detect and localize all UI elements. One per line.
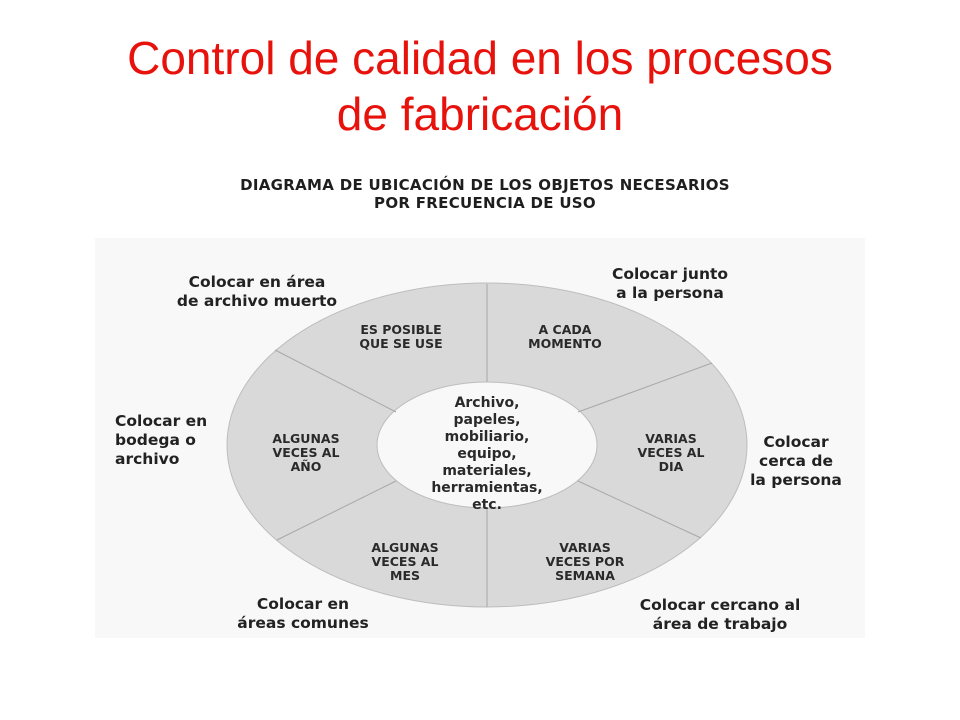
- segment-label-line: MOMENTO: [528, 336, 602, 351]
- segment-label-line: VARIAS: [645, 431, 697, 446]
- placement-label-common-areas: Colocar en áreas comunes: [223, 595, 383, 633]
- segment-label-several-per-day: VARIAS VECES AL DIA: [611, 432, 731, 474]
- diagram-heading: DIAGRAMA DE UBICACIÓN DE LOS OBJETOS NEC…: [150, 176, 820, 212]
- placement-label-dead-archive: Colocar en área de archivo muerto: [147, 273, 367, 311]
- segment-label-line: VECES AL: [371, 554, 439, 569]
- segment-label-line: ALGUNAS: [272, 431, 340, 446]
- placement-label-line: cerca de: [759, 452, 833, 470]
- placement-label-next-to-person: Colocar junto a la persona: [585, 265, 755, 303]
- diagram-heading-line-2: POR FRECUENCIA DE USO: [374, 194, 596, 212]
- segment-label-line: VECES POR: [545, 554, 625, 569]
- placement-label-line: archivo: [115, 450, 180, 468]
- ring-divider-lower-right: [577, 480, 702, 539]
- segment-label-few-per-month: ALGUNAS VECES AL MES: [345, 541, 465, 583]
- segment-label-line: VECES AL: [272, 445, 340, 460]
- segment-label-line: QUE SE USE: [359, 336, 443, 351]
- placement-label-warehouse-archive: Colocar en bodega o archivo: [115, 412, 245, 469]
- segment-label-several-per-week: VARIAS VECES POR SEMANA: [515, 541, 655, 583]
- center-line: Archivo,: [454, 395, 520, 411]
- placement-label-line: a la persona: [616, 284, 724, 302]
- placement-label-near-work-area: Colocar cercano al área de trabajo: [605, 596, 835, 634]
- ring-divider-lower-left: [276, 480, 397, 541]
- segment-label-possible-use: ES POSIBLE QUE SE USE: [341, 323, 461, 351]
- center-line: etc.: [472, 497, 502, 513]
- segment-label-line: DIA: [658, 459, 684, 474]
- ring-divider-upper-right: [577, 362, 713, 413]
- center-objects-label: Archivo, papeles, mobiliario, equipo, ma…: [417, 395, 557, 514]
- segment-label-line: MES: [390, 568, 420, 583]
- placement-label-line: áreas comunes: [237, 614, 369, 632]
- placement-label-near-person: Colocar cerca de la persona: [731, 433, 861, 490]
- segment-label-line: ES POSIBLE: [360, 322, 442, 337]
- center-line: herramientas,: [431, 480, 543, 496]
- frequency-ring-diagram: Archivo, papeles, mobiliario, equipo, ma…: [95, 238, 865, 638]
- slide-title: Control de calidad en los procesos de fa…: [20, 30, 940, 142]
- segment-label-few-per-year: ALGUNAS VECES AL AÑO: [246, 432, 366, 474]
- center-line: papeles,: [453, 412, 521, 428]
- diagram-heading-line-1: DIAGRAMA DE UBICACIÓN DE LOS OBJETOS NEC…: [240, 176, 730, 194]
- placement-label-line: de archivo muerto: [176, 292, 338, 310]
- segment-label-line: ALGUNAS: [371, 540, 439, 555]
- center-line: materiales,: [442, 463, 532, 479]
- segment-label-every-moment: A CADA MOMENTO: [505, 323, 625, 351]
- ring-graphic: [226, 282, 748, 608]
- placement-label-line: Colocar: [763, 433, 829, 451]
- placement-label-line: área de trabajo: [652, 615, 788, 633]
- segment-label-line: SEMANA: [555, 568, 615, 583]
- placement-label-line: Colocar en: [256, 595, 350, 613]
- placement-label-line: Colocar en área: [188, 273, 326, 291]
- slide-title-line-1: Control de calidad en los procesos: [127, 32, 833, 84]
- segment-label-line: VECES AL: [637, 445, 705, 460]
- center-line: mobiliario,: [444, 429, 530, 445]
- ring-band: [226, 282, 748, 608]
- placement-label-line: Colocar en: [115, 412, 208, 430]
- segment-label-line: VARIAS: [559, 540, 611, 555]
- placement-label-line: Colocar junto: [611, 265, 729, 283]
- ring-divider-upper-left: [274, 349, 397, 413]
- placement-label-line: la persona: [750, 471, 842, 489]
- center-line: equipo,: [457, 446, 517, 462]
- placement-label-line: Colocar cercano al: [639, 596, 801, 614]
- slide-title-line-2: de fabricación: [336, 88, 624, 140]
- segment-label-line: A CADA: [538, 322, 592, 337]
- placement-label-line: bodega o: [115, 431, 196, 449]
- segment-label-line: AÑO: [290, 459, 322, 474]
